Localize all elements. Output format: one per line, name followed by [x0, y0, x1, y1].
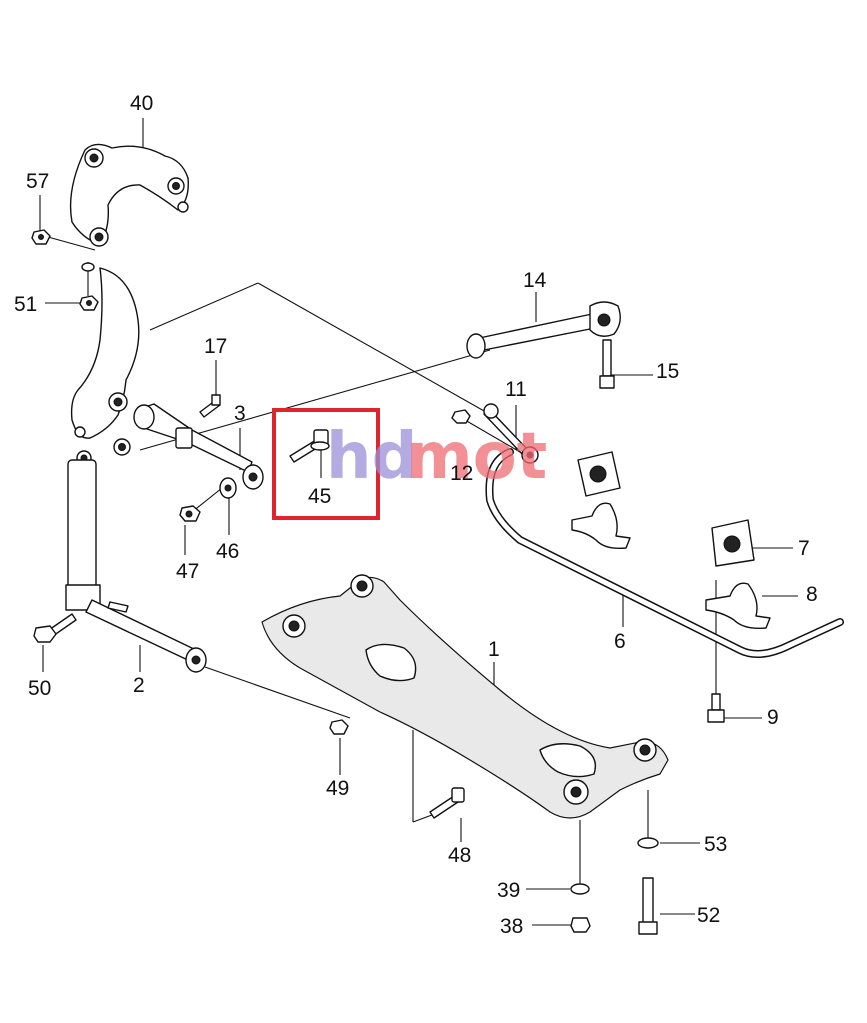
callout-8: 8 — [806, 583, 818, 606]
washer-53 — [637, 837, 659, 849]
callout-6: 6 — [614, 630, 626, 653]
callout-45: 45 — [308, 485, 331, 508]
callout-17: 17 — [204, 335, 227, 358]
crossmember-1 — [261, 574, 669, 819]
washer-39 — [570, 883, 590, 895]
highlight-box — [272, 408, 380, 520]
callout-1: 1 — [488, 638, 500, 661]
bolt-50 — [33, 613, 77, 643]
callout-53: 53 — [704, 833, 727, 856]
upper-knuckle-arm — [69, 143, 189, 247]
callout-46: 46 — [216, 540, 239, 563]
callout-51: 51 — [14, 293, 37, 316]
bolt-45 — [289, 429, 330, 463]
callout-12: 12 — [450, 462, 473, 485]
callout-49: 49 — [326, 777, 349, 800]
bracket-8 — [705, 582, 771, 630]
bushing-7 — [711, 519, 755, 567]
callout-52: 52 — [697, 904, 720, 927]
callout-11: 11 — [505, 378, 527, 401]
eccentric-washer-46 — [219, 477, 237, 499]
callout-labels: 40 57 51 17 3 45 47 46 14 15 11 12 7 8 6… — [14, 92, 818, 938]
nut-47 — [179, 505, 201, 522]
bushing-7-left — [577, 451, 621, 497]
callout-3: 3 — [234, 402, 246, 425]
nut-49 — [329, 719, 349, 735]
callout-39: 39 — [497, 879, 520, 902]
callout-7: 7 — [798, 537, 810, 560]
callout-57: 57 — [26, 170, 49, 193]
bolt-52 — [638, 877, 658, 935]
lateral-link-3 — [133, 403, 264, 490]
bolt-15 — [599, 339, 615, 389]
bolt-48 — [429, 787, 465, 819]
callout-38: 38 — [500, 915, 523, 938]
callout-9: 9 — [767, 706, 779, 729]
callout-48: 48 — [448, 844, 471, 867]
nut-57 — [31, 229, 51, 245]
stabilizer-link-11 — [483, 403, 539, 464]
callout-50: 50 — [28, 677, 51, 700]
watermark-hd: hd — [326, 420, 417, 494]
nut-51 — [79, 262, 99, 311]
link-14 — [466, 301, 621, 359]
bolt-9 — [707, 693, 725, 723]
bolt-17 — [199, 394, 221, 418]
nut-38 — [570, 917, 591, 933]
lower-arm-2 — [85, 599, 207, 673]
watermark-mot: mot — [406, 420, 547, 494]
knuckle-upright — [65, 267, 140, 611]
callout-15: 15 — [656, 360, 679, 383]
callout-47: 47 — [176, 560, 199, 583]
bracket-8-left — [571, 502, 631, 550]
nut-12 — [451, 409, 471, 424]
leader-lines — [39, 118, 798, 926]
callout-40: 40 — [130, 92, 153, 115]
stabilizer-bar-6 — [485, 448, 844, 658]
callout-2: 2 — [133, 674, 145, 697]
callout-14: 14 — [523, 269, 547, 292]
